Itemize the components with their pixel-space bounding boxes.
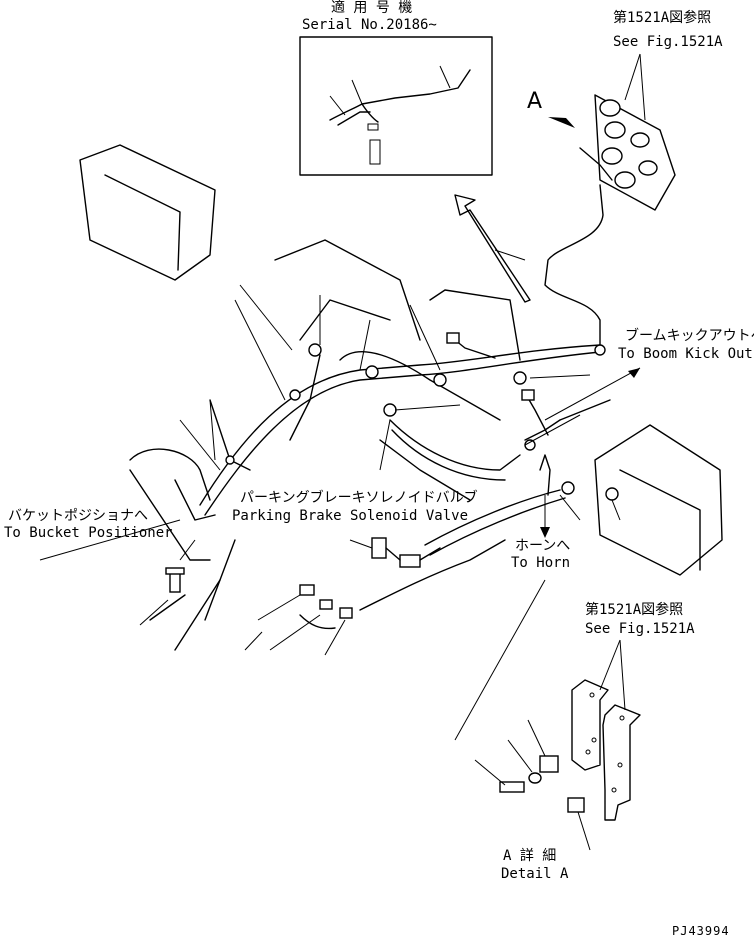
- ref-bottom-leader-2: [619, 639, 626, 711]
- detail-label-jp: A 詳 細: [503, 848, 556, 864]
- boom-kick-arrow: [544, 367, 641, 421]
- serial-label-en: Serial No.20186~: [302, 17, 437, 33]
- detail-a-hardware: [474, 719, 591, 851]
- bucket-positioner-en: To Bucket Positioner: [4, 525, 173, 541]
- horn-jp: ホーンへ: [515, 538, 570, 554]
- view-marker-a: A: [527, 89, 542, 114]
- rear-cover-left: [79, 144, 216, 281]
- valve-block: [579, 94, 676, 211]
- parking-brake-jp: パーキングブレーキソレノイドバルブ: [240, 489, 478, 506]
- ref-top-en: See Fig.1521A: [613, 34, 723, 50]
- leader-lines: [139, 249, 621, 741]
- ref-bottom-leader-1: [599, 639, 621, 691]
- boom-kick-jp: ブームキックアウトへ: [625, 327, 754, 344]
- ref-bottom-en: See Fig.1521A: [585, 621, 695, 637]
- rear-cover-right: [594, 424, 723, 576]
- bucket-positioner-leader: [39, 519, 181, 561]
- drawing-id: PJ43994: [672, 924, 730, 938]
- wire-harness: [174, 344, 601, 611]
- view-arrow-icon: [548, 117, 575, 128]
- boom-kick-hose: [544, 184, 604, 351]
- ref-bottom-jp: 第1521A図参照: [585, 601, 683, 618]
- parking-brake-en: Parking Brake Solenoid Valve: [232, 508, 468, 524]
- bolts: [165, 332, 549, 630]
- ref-top-leader-1: [624, 53, 641, 101]
- ref-top-jp: 第1521A図参照: [613, 9, 711, 26]
- clamps: [225, 343, 619, 501]
- serial-inset: [299, 36, 493, 176]
- arrow-head-icon: [628, 368, 640, 378]
- boom-kick-en: To Boom Kick Out: [618, 346, 753, 362]
- main-frame: [129, 239, 611, 651]
- detail-a-brackets: [571, 679, 641, 821]
- arrow-head-icon: [540, 527, 550, 538]
- horn-en: To Horn: [511, 555, 570, 571]
- inset-pointer-arrow: [454, 194, 531, 303]
- solenoid-valve: [371, 537, 441, 568]
- detail-label-en: Detail A: [501, 866, 569, 882]
- bucket-positioner-jp: バケットポジショナへ: [8, 508, 148, 524]
- ref-top-leader-2: [639, 53, 646, 121]
- serial-label-jp: 適 用 号 機: [331, 0, 412, 16]
